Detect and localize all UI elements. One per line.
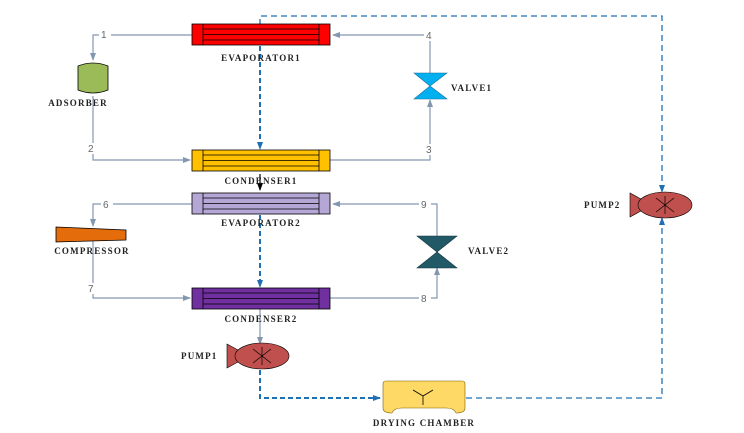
pipe-4 [332, 32, 431, 75]
loop2-pipes [90, 201, 440, 301]
evaporator2[interactable] [191, 192, 331, 215]
pipe-2 [92, 96, 191, 163]
state-point-8: 8 [421, 294, 427, 305]
evaporator1-label: EVAPORATOR1 [221, 53, 301, 63]
pipe-7 [92, 240, 191, 301]
condenser1-label: CONDENSER1 [224, 176, 297, 186]
hot-line-chamber-pump2 [466, 217, 665, 399]
adsorber[interactable] [77, 62, 109, 94]
pipe-3 [330, 99, 433, 161]
hot-line-pump1-chamber [259, 370, 381, 401]
state-point-2: 2 [88, 144, 94, 155]
pump2-label: PUMP2 [584, 200, 621, 210]
valve1-label: VALVE1 [451, 83, 492, 93]
pipe-8 [330, 267, 440, 299]
evaporator1[interactable] [191, 23, 331, 46]
drying-chamber[interactable] [382, 380, 466, 414]
condenser1[interactable] [191, 149, 331, 172]
drying-chamber-label: DRYING CHAMBER [373, 418, 475, 428]
hot-fluid-loop [257, 15, 665, 401]
pipe-1 [90, 34, 192, 61]
state-point-9: 9 [421, 200, 427, 211]
pump1[interactable] [226, 342, 290, 370]
condenser2-label: CONDENSER2 [224, 314, 297, 324]
pipe-6 [90, 203, 192, 227]
state-point-6: 6 [103, 200, 109, 211]
evaporator2-label: EVAPORATOR2 [221, 218, 301, 228]
valve2-label: VALVE2 [468, 246, 509, 256]
valve1[interactable] [413, 72, 448, 100]
compressor-label: COMPRESSOR [54, 246, 130, 256]
state-point-labels: 1 2 3 4 6 7 8 9 [86, 29, 436, 305]
compressor[interactable] [55, 226, 127, 243]
condenser2[interactable] [191, 287, 331, 310]
pipe-9 [332, 201, 438, 238]
state-point-3: 3 [426, 145, 432, 156]
state-point-7: 7 [88, 284, 94, 295]
pump2[interactable] [629, 191, 693, 219]
adsorber-label: ADSORBER [48, 98, 108, 108]
state-point-1: 1 [101, 30, 107, 41]
state-point-4: 4 [426, 31, 432, 42]
valve2[interactable] [416, 235, 458, 269]
hot-line-top [259, 15, 665, 193]
pump1-label: PUMP1 [181, 351, 218, 361]
